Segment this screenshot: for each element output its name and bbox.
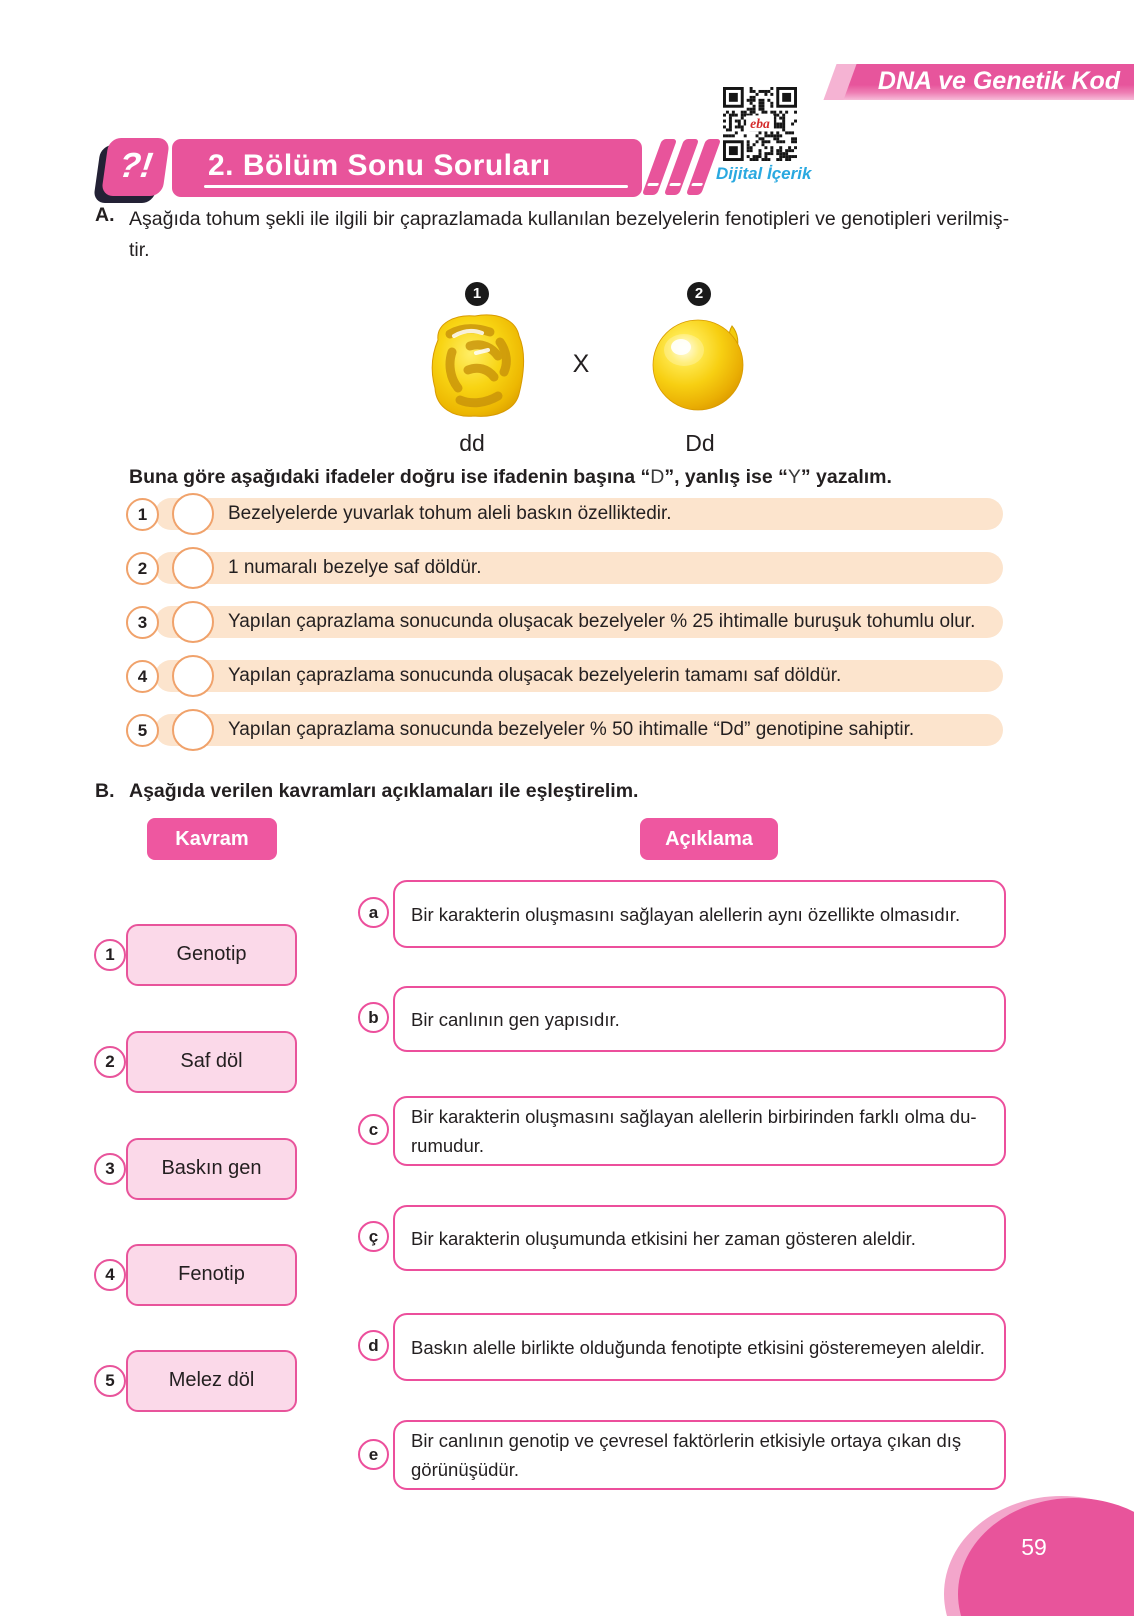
pea2-number-badge: 2: [687, 282, 711, 306]
explanation-letter: ç: [358, 1221, 389, 1252]
section-b-label: B.: [95, 780, 115, 802]
explanation-letter: d: [358, 1330, 389, 1361]
concept-number: 2: [94, 1046, 126, 1078]
qr-code: eba: [723, 87, 797, 161]
section-a-intro-line2: tir.: [129, 239, 150, 261]
statement-text: Yapılan çaprazlama sonucunda oluşacak be…: [228, 665, 842, 686]
statement-row: 4 Yapılan çaprazlama sonucunda oluşacak …: [0, 655, 1134, 702]
aciklama-header: Açıklama: [640, 818, 778, 860]
page-number: 59: [1021, 1534, 1047, 1560]
pea1-genotype-label: dd: [459, 430, 485, 456]
true-false-instruction: Buna göre aşağıdaki ifadeler doğru ise i…: [129, 466, 892, 488]
question-exclamation-icon: ?!: [100, 138, 171, 196]
statement-bar: [155, 660, 1003, 692]
concept-number: 3: [94, 1153, 126, 1185]
answer-circle[interactable]: [172, 655, 214, 697]
explanation-box[interactable]: Bir karakterin oluşmasını sağlayan alell…: [393, 880, 1006, 948]
explanation-letter: e: [358, 1439, 389, 1470]
explanation-letter: c: [358, 1114, 389, 1145]
eba-logo-background: [746, 115, 774, 132]
explanation-box[interactable]: Bir karakterin oluşmasını sağlayan alell…: [393, 1096, 1006, 1166]
statement-number: 5: [126, 714, 159, 747]
statement-number: 1: [126, 498, 159, 531]
chapter-banner: DNA ve Genetik Kod: [804, 64, 1134, 100]
statement-text: Yapılan çaprazlama sonucunda bezelyeler …: [228, 719, 915, 740]
answer-circle[interactable]: [172, 493, 214, 535]
concept-box[interactable]: Genotip: [126, 924, 297, 986]
eba-logo: eba: [750, 116, 770, 131]
statement-number: 2: [126, 552, 159, 585]
section-a-label: A.: [95, 204, 115, 226]
statement-row: 3 Yapılan çaprazlama sonucunda oluşacak …: [0, 601, 1134, 648]
explanation-letter: b: [358, 1002, 389, 1033]
concept-box[interactable]: Baskın gen: [126, 1138, 297, 1200]
statement-text: Yapılan çaprazlama sonucunda oluşacak be…: [228, 611, 976, 632]
concept-number: 5: [94, 1365, 126, 1397]
answer-circle[interactable]: [172, 601, 214, 643]
title-underline: [204, 185, 628, 188]
concept-number: 4: [94, 1259, 126, 1291]
explanation-letter: a: [358, 897, 389, 928]
explanation-box[interactable]: Baskın alelle birlikte olduğunda fenotip…: [393, 1313, 1006, 1381]
qr-caption: Dijital İçerik: [716, 164, 812, 183]
statement-bar: [155, 714, 1003, 746]
concept-box[interactable]: Fenotip: [126, 1244, 297, 1306]
wrinkled-pea-image: [420, 306, 530, 424]
statement-text: Bezelyelerde yuvarlak tohum aleli baskın…: [228, 503, 672, 524]
pea1-number-badge: 1: [465, 282, 489, 306]
section-title-banner: 2. Bölüm Sonu Soruları: [172, 139, 642, 197]
cross-symbol: X: [572, 350, 590, 378]
statement-number: 4: [126, 660, 159, 693]
pea2-genotype-label: Dd: [685, 430, 715, 456]
statement-bar: [155, 498, 1003, 530]
statement-row: 2 1 numaralı bezelye saf döldür.: [0, 547, 1134, 594]
concept-number: 1: [94, 939, 126, 971]
statement-row: 5 Yapılan çaprazlama sonucunda bezelyele…: [0, 709, 1134, 756]
answer-circle[interactable]: [172, 547, 214, 589]
explanation-box[interactable]: Bir canlının genotip ve çevresel faktörl…: [393, 1420, 1006, 1490]
section-a-intro: Aşağıda tohum şekli ile ilgili bir çapra…: [129, 204, 1013, 266]
statement-bar: [155, 606, 1003, 638]
section-a-intro-line1: Aşağıda tohum şekli ile ilgili bir çapra…: [129, 208, 1010, 230]
kavram-header: Kavram: [147, 818, 277, 860]
section-b-intro: Aşağıda verilen kavramları açıklamaları …: [129, 780, 639, 802]
page-title: 2. Bölüm Sonu Soruları: [208, 149, 551, 182]
statement-number: 3: [126, 606, 159, 639]
concept-box[interactable]: Saf döl: [126, 1031, 297, 1093]
explanation-box[interactable]: Bir karakterin oluşumunda etkisini her z…: [393, 1205, 1006, 1271]
concept-box[interactable]: Melez döl: [126, 1350, 297, 1412]
statement-row: 1 Bezelyelerde yuvarlak tohum aleli bask…: [0, 493, 1134, 540]
answer-circle[interactable]: [172, 709, 214, 751]
statement-bar: [155, 552, 1003, 584]
round-pea-image: [648, 312, 748, 412]
explanation-box[interactable]: Bir canlının gen yapısıdır.: [393, 986, 1006, 1052]
chapter-title: DNA ve Genetik Kod: [877, 67, 1121, 95]
statement-text: 1 numaralı bezelye saf döldür.: [228, 557, 482, 578]
